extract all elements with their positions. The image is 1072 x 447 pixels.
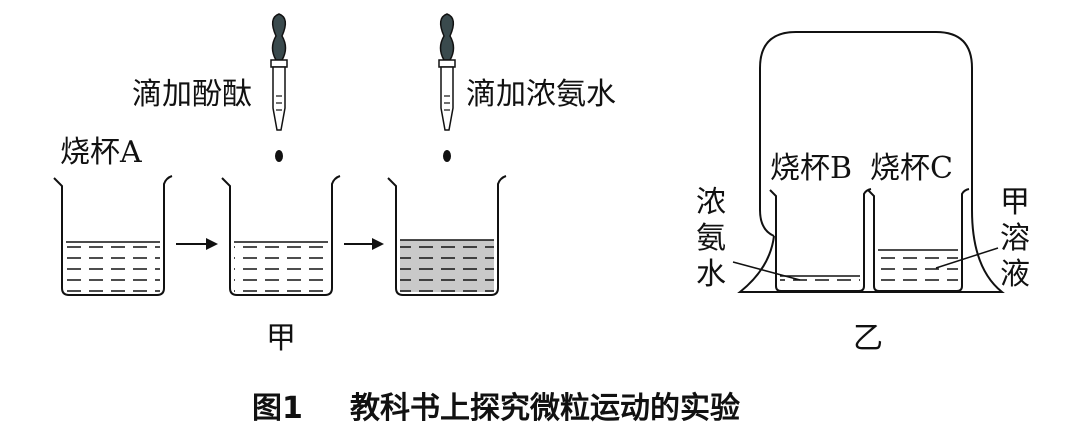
solution-char-1: 甲 xyxy=(1000,185,1030,220)
beaker-c: 烧杯C xyxy=(867,151,970,292)
beaker-a-liquid xyxy=(66,242,160,292)
panel-jia-label: 甲 xyxy=(266,321,296,356)
solution-leader-line xyxy=(935,247,999,269)
panel-yi: 烧杯B 烧杯C 浓 氨 水 甲 溶 液 乙 xyxy=(696,31,1030,356)
beaker-c-label: 烧杯C xyxy=(870,151,953,186)
droplet-2 xyxy=(443,150,451,162)
beaker-2-glass xyxy=(221,175,341,296)
dropper-2: 滴加浓氨水 xyxy=(438,13,616,162)
panel-yi-label: 乙 xyxy=(853,321,883,356)
solution-char-2: 溶 xyxy=(1000,221,1030,256)
dropper-1: 滴加酚酞 xyxy=(132,13,288,162)
beaker-a: 烧杯A xyxy=(53,135,173,296)
ammonia-char-3: 水 xyxy=(696,257,726,292)
arrow-right-1 xyxy=(176,238,218,250)
caption-number: 图1 xyxy=(252,391,303,426)
solution-label: 甲 溶 液 xyxy=(935,185,1030,292)
add-ammonia-label: 滴加浓氨水 xyxy=(466,77,616,112)
beaker-3 xyxy=(387,175,507,296)
ammonia-char-1: 浓 xyxy=(696,185,726,220)
dropper-1-bulb xyxy=(271,13,287,61)
bell-jar xyxy=(737,31,1005,293)
beaker-a-glass xyxy=(53,175,173,296)
caption-title: 教科书上探究微粒运动的实验 xyxy=(350,391,740,426)
droplet-1 xyxy=(275,150,283,162)
add-phenolphthalein-label: 滴加酚酞 xyxy=(132,77,252,112)
beaker-2-liquid xyxy=(234,242,328,292)
figure-caption: 图1 教科书上探究微粒运动的实验 xyxy=(252,391,740,426)
beaker-2 xyxy=(221,175,341,296)
beaker-a-label: 烧杯A xyxy=(60,135,142,170)
panel-jia: 烧杯A 滴加酚酞 xyxy=(53,13,616,356)
beaker-b-glass xyxy=(769,188,872,292)
beaker-c-liquid xyxy=(878,250,958,290)
beaker-b-label: 烧杯B xyxy=(770,151,852,186)
solution-char-3: 液 xyxy=(1000,257,1030,292)
ammonia-char-2: 氨 xyxy=(696,221,726,256)
beaker-b: 烧杯B xyxy=(769,151,872,292)
arrow-right-2 xyxy=(344,238,384,250)
ammonia-label: 浓 氨 水 xyxy=(696,185,801,292)
beaker-3-glass xyxy=(387,175,507,296)
dropper-2-bulb xyxy=(439,13,455,61)
beaker-c-glass xyxy=(867,188,970,292)
ammonia-leader-line xyxy=(732,261,801,281)
